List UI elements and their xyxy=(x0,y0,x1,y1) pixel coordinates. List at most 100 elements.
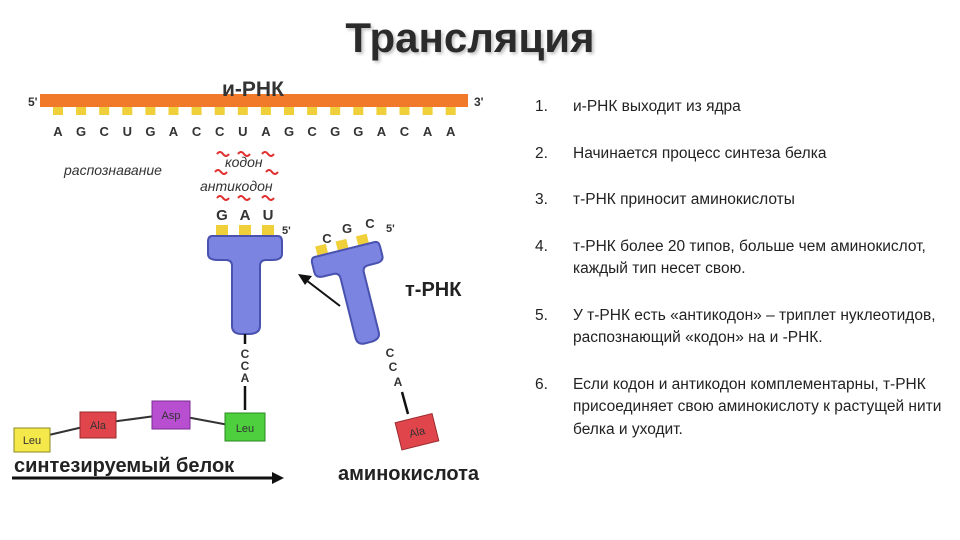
step-number: 6. xyxy=(535,375,548,393)
bound-anticodon-base-2: A xyxy=(240,207,251,224)
bound-anticodon-base-3: U xyxy=(263,207,274,224)
free-trna-five-prime: 5' xyxy=(386,223,395,235)
amino-acid-leu-1 xyxy=(13,427,51,453)
step-item: 1. и-РНК выходит из ядра xyxy=(535,96,945,119)
movement-arrow-head xyxy=(298,274,312,285)
wave-right-top xyxy=(261,151,275,157)
amino-acid-leu-2-label: Leu xyxy=(236,423,254,435)
mrna-base: C xyxy=(400,124,410,139)
mrna-base: A xyxy=(446,124,456,139)
wave-mid-2 xyxy=(237,195,251,201)
free-trna-link xyxy=(400,391,410,415)
mrna-base: G xyxy=(353,124,363,139)
amino-acid-asp-label: Asp xyxy=(162,410,181,422)
free-nuc-3 xyxy=(355,233,369,246)
mrna-nucleotide xyxy=(214,106,225,115)
amino-acid-leu-1-label: Leu xyxy=(23,435,41,447)
mrna-nucleotide xyxy=(145,106,156,115)
bound-anticodon-base-1: G xyxy=(216,207,228,224)
step-number: 3. xyxy=(535,191,548,208)
wave-left-1 xyxy=(214,169,228,175)
mrna-base: G xyxy=(145,124,155,139)
mrna-nucleotide xyxy=(422,106,433,115)
bound-cca-2: C xyxy=(241,359,250,373)
mrna-three-prime: 3' xyxy=(474,95,484,109)
step-number: 2. xyxy=(535,144,548,162)
step-item: 5. У т-РНК есть «антикодон» – триплет нук… xyxy=(535,305,945,350)
incoming-trna: C G C 5' C C A Ala xyxy=(310,216,440,451)
bound-nuc-2 xyxy=(239,225,251,235)
step-number: 5. xyxy=(535,306,548,324)
mrna-base: A xyxy=(169,124,179,139)
mrna-base: C xyxy=(307,124,317,139)
pairing-waves xyxy=(214,151,279,201)
wave-left-top xyxy=(216,151,230,157)
mrna-nucleotide-ticks xyxy=(53,106,456,115)
wave-right-1 xyxy=(265,169,279,175)
amino-acid-asp xyxy=(151,400,191,430)
bound-cca-1: C xyxy=(241,347,250,361)
mrna-base: A xyxy=(423,124,433,139)
mrna-nucleotide xyxy=(284,106,294,115)
free-nuc-2 xyxy=(335,238,349,251)
step-text: Если кодон и антикодон комплементарны, т… xyxy=(573,375,942,438)
mrna-nucleotide xyxy=(307,106,318,115)
peptide-bonds xyxy=(35,412,246,439)
free-cca-1: C xyxy=(386,346,395,360)
amino-acid-leu-2 xyxy=(224,412,266,442)
step-text: У т-РНК есть «антикодон» – триплет нукле… xyxy=(573,306,936,347)
mrna-base: G xyxy=(76,124,86,139)
step-item: 2.Начинается процесс синтеза белка xyxy=(535,143,945,166)
step-text: т-РНК более 20 типов, больше чем аминоки… xyxy=(573,237,926,278)
free-cca-3: A xyxy=(394,375,403,389)
mrna-nucleotide xyxy=(330,106,341,115)
mrna-base: G xyxy=(284,124,294,139)
mrna-base: A xyxy=(377,124,387,139)
protein-chain: Leu Ala Asp Leu xyxy=(13,400,266,453)
step-item: 6. Если кодон и антикодон комплементарны,… xyxy=(535,374,945,442)
amino-acid-ala-label: Ala xyxy=(90,420,107,432)
anticodon-label: антикодон xyxy=(200,178,273,194)
step-text: и-РНК выходит из ядра xyxy=(573,98,741,115)
free-trna-body xyxy=(310,240,384,345)
mrna-base: U xyxy=(123,124,132,139)
mrna-nucleotide xyxy=(122,106,133,115)
mrna-nucleotide xyxy=(260,106,271,115)
incoming-amino-acid-label: Ala xyxy=(408,425,427,441)
incoming-amino-acid xyxy=(394,412,440,451)
mrna-base: A xyxy=(53,124,63,139)
movement-arrow-shaft xyxy=(305,279,341,307)
mrna-nucleotide xyxy=(445,106,456,115)
mrna-nucleotide xyxy=(168,106,179,115)
mrna-nucleotide xyxy=(376,106,387,115)
free-anticodon-base-3: C xyxy=(365,216,375,231)
mrna-nucleotide xyxy=(399,106,410,115)
step-item: 3. т-РНК приносит аминокислоты xyxy=(535,189,945,212)
mrna-base: C xyxy=(192,124,202,139)
wave-mid-top xyxy=(237,151,251,157)
mrna-nucleotide xyxy=(191,106,202,115)
slide-title: Трансляция xyxy=(345,14,595,61)
bound-trna-five-prime: 5' xyxy=(282,225,291,237)
protein-arrow xyxy=(12,472,284,484)
mrna-nucleotide xyxy=(237,106,248,115)
mrna-label: и-РНК xyxy=(222,78,284,101)
mrna-base: U xyxy=(238,124,247,139)
protein-arrow-head xyxy=(272,472,284,484)
steps-list: 1. и-РНК выходит из ядра 2.Начинается про… xyxy=(535,96,945,465)
trna-label: т-РНК xyxy=(405,279,462,301)
step-text: т-РНК приносит аминокислоты xyxy=(573,191,795,208)
bound-trna-body xyxy=(207,235,283,335)
mrna-nucleotide xyxy=(99,106,110,115)
mrna-base: G xyxy=(330,124,340,139)
mrna-base: A xyxy=(261,124,271,139)
mrna-five-prime: 5' xyxy=(28,95,38,109)
free-nuc-1 xyxy=(315,243,329,256)
mrna-nucleotide xyxy=(76,106,87,115)
step-number: 1. xyxy=(535,98,548,115)
mrna-nucleotide xyxy=(53,106,63,115)
free-cca-2: C xyxy=(389,360,398,374)
